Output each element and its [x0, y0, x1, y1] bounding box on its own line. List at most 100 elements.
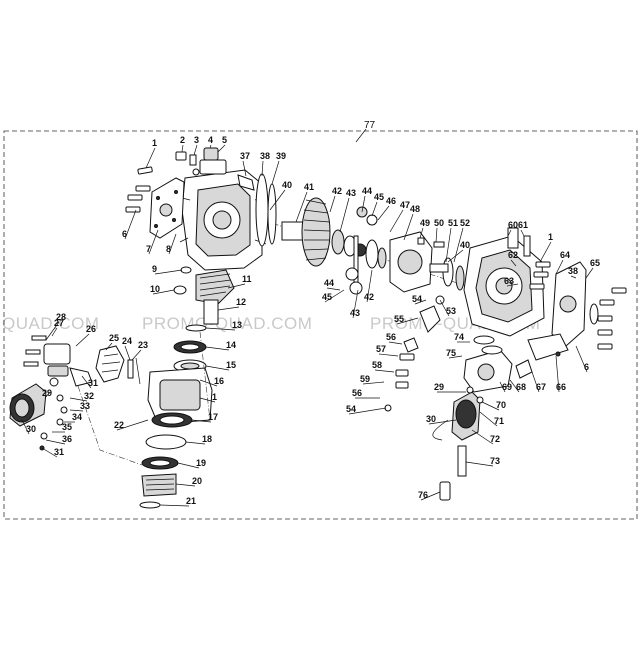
- callout-number-75: 75: [446, 348, 456, 358]
- callout-leader-60: [507, 229, 512, 237]
- callout-leader-68: [509, 379, 520, 393]
- callout-number-50: 50: [434, 218, 444, 228]
- shaft-small-parts: [417, 237, 465, 333]
- callout-leader-62: [510, 259, 517, 267]
- callout-leader-13: [205, 327, 236, 331]
- callout-leader-75: [448, 355, 463, 359]
- callout-number-67: 67: [536, 382, 546, 392]
- watermark-text-2: PROMO-QUAD.COM: [142, 314, 312, 333]
- callout-number-31: 31: [54, 447, 64, 457]
- pinion-assembly: [173, 266, 235, 325]
- center-gear-set: [237, 173, 433, 295]
- callout-number-70: 70: [496, 400, 506, 410]
- callout-leader-47: [389, 209, 404, 233]
- callout-leader-39: [271, 160, 280, 185]
- callout-number-1: 1: [212, 392, 217, 402]
- callout-leader-70: [481, 401, 500, 411]
- callout-leaders: [21, 144, 594, 507]
- callout-leader-10: [152, 289, 175, 295]
- callout-number-53: 53: [446, 306, 456, 316]
- left-cover-plate: [149, 177, 185, 239]
- callout-number-5: 5: [222, 135, 227, 145]
- callout-number-17: 17: [208, 412, 218, 422]
- callout-leader-61: [520, 229, 525, 237]
- callout-number-56: 56: [352, 388, 362, 398]
- callout-number-6: 6: [584, 362, 589, 372]
- callout-number-45: 45: [322, 292, 332, 302]
- callout-leader-1: [199, 397, 216, 403]
- callout-number-43: 43: [346, 188, 356, 198]
- watermark-layer: QUAD.COM PROMO-QUAD.COM PROMO-QUAD.COM: [2, 314, 540, 333]
- callout-leader-14: [205, 346, 230, 351]
- callout-leader-38: [261, 160, 264, 177]
- callout-number-46: 46: [386, 196, 396, 206]
- callout-number-66: 66: [556, 382, 566, 392]
- callout-leader-29: [44, 391, 51, 399]
- callout-leader-76: [420, 491, 441, 501]
- callout-number-58: 58: [372, 360, 382, 370]
- callout-leader-37: [242, 160, 247, 177]
- callout-number-25: 25: [109, 333, 119, 343]
- callout-leader-44: [326, 287, 341, 291]
- callout-leader-64: [555, 259, 564, 275]
- callout-number-45: 45: [374, 192, 384, 202]
- callout-leader-54: [348, 407, 387, 415]
- callout-number-65: 65: [590, 258, 600, 268]
- front-differential-housing: [179, 159, 267, 271]
- callout-number-62: 62: [508, 250, 518, 260]
- callout-number-36: 36: [62, 434, 72, 444]
- callout-leader-26: [75, 333, 90, 347]
- callout-leader-18: [185, 441, 206, 445]
- assembly-number-label: 77: [364, 120, 376, 131]
- callout-leader-57: [378, 353, 399, 357]
- callout-number-21: 21: [186, 496, 196, 506]
- right-actuator-motor: [432, 333, 569, 501]
- callout-number-18: 18: [202, 434, 212, 444]
- callout-number-68: 68: [516, 382, 526, 392]
- callout-number-59: 59: [360, 374, 370, 384]
- callout-number-40: 40: [282, 180, 292, 190]
- callout-leader-43: [339, 197, 350, 233]
- rear-housing: [463, 227, 545, 337]
- callout-leader-16: [199, 379, 218, 387]
- callout-leader-3: [193, 144, 198, 156]
- callout-leader-7: [148, 229, 159, 255]
- callout-number-61: 61: [518, 220, 528, 230]
- callout-number-56: 56: [386, 332, 396, 342]
- callout-number-19: 19: [196, 458, 206, 468]
- callout-leader-66: [555, 355, 560, 393]
- callout-leader-20: [175, 483, 196, 487]
- callout-number-23: 23: [138, 340, 148, 350]
- callout-number-63: 63: [504, 276, 514, 286]
- callout-number-11: 11: [242, 274, 252, 284]
- callout-leader-44: [361, 195, 366, 213]
- callout-number-71: 71: [494, 416, 504, 426]
- callout-number-64: 64: [560, 250, 570, 260]
- callout-number-31: 31: [88, 378, 98, 388]
- callout-number-43: 43: [350, 308, 360, 318]
- callout-number-9: 9: [152, 264, 157, 274]
- callout-number-73: 73: [490, 456, 500, 466]
- callout-number-35: 35: [62, 422, 72, 432]
- callout-leader-38: [570, 275, 577, 279]
- bolts-right-group: [529, 261, 627, 350]
- callout-number-15: 15: [226, 360, 236, 370]
- callout-number-30: 30: [26, 424, 36, 434]
- watermark-text-1: QUAD.COM: [2, 314, 100, 333]
- callout-number-14: 14: [226, 340, 236, 350]
- callout-leader-71: [479, 411, 498, 427]
- callout-leader-55: [396, 317, 419, 325]
- callout-leader-30: [21, 419, 30, 435]
- callout-leader-4: [209, 144, 212, 149]
- callout-number-42: 42: [364, 292, 374, 302]
- callout-number-28: 28: [56, 312, 66, 322]
- callout-leader-73: [465, 461, 494, 467]
- callout-leader-50: [435, 227, 438, 243]
- callout-number-69: 69: [502, 382, 512, 392]
- assembly-frame: [3, 130, 638, 520]
- callout-leader-22: [116, 419, 149, 431]
- callout-number-33: 33: [80, 401, 90, 411]
- callout-number-13: 13: [232, 320, 242, 330]
